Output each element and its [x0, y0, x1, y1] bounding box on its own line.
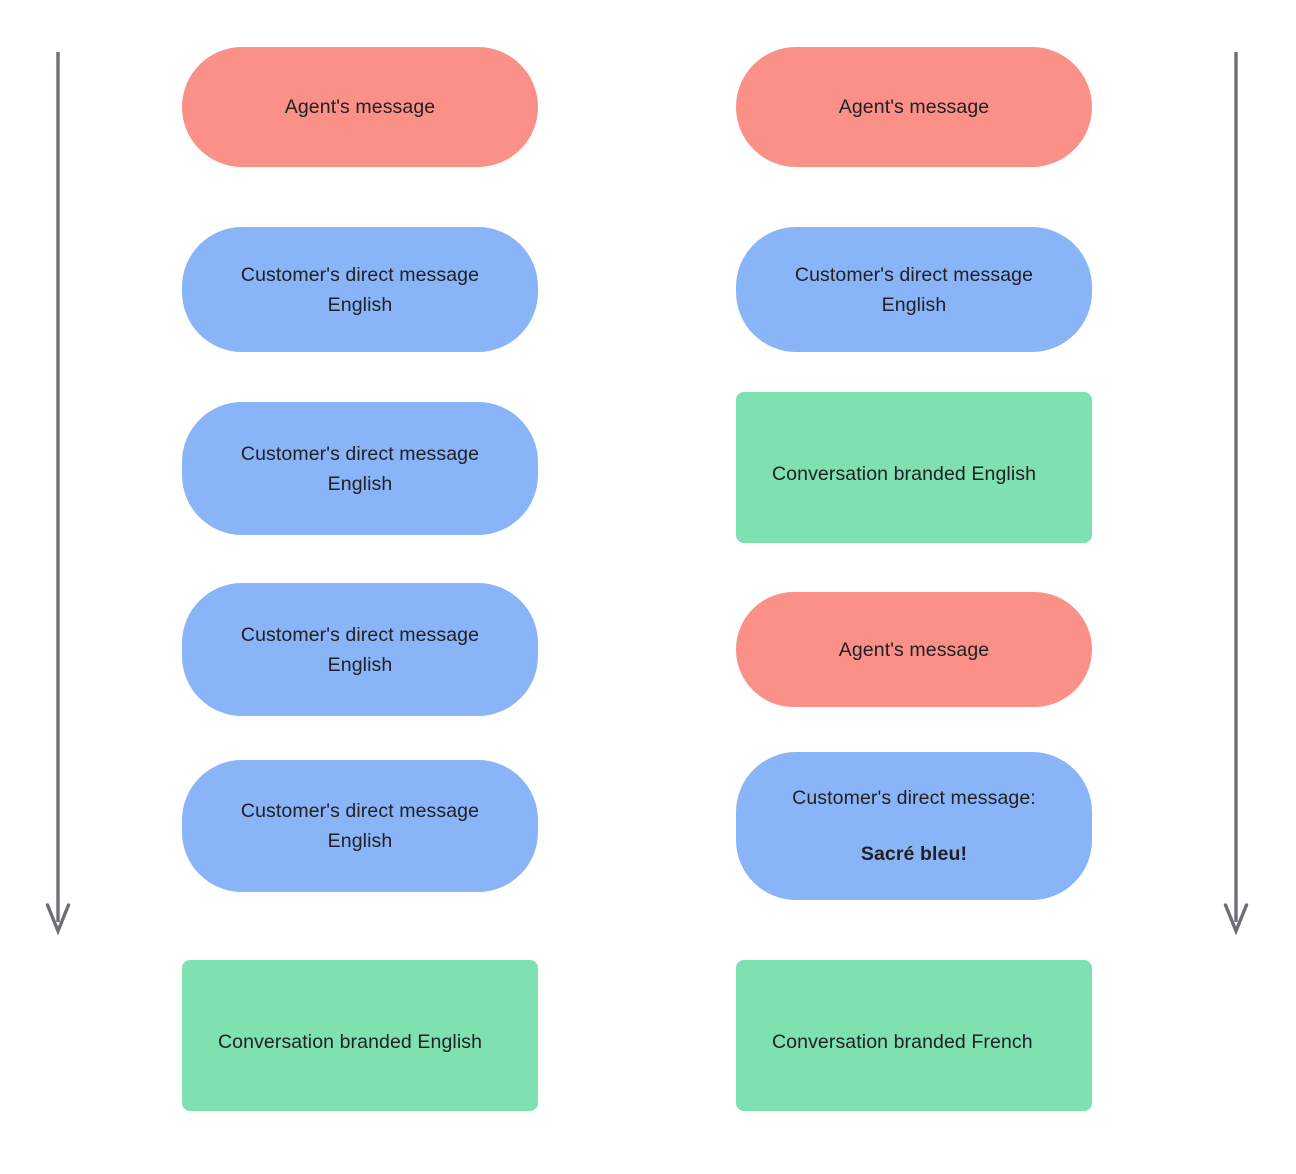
message-text: Customer's direct message English [240, 442, 480, 495]
agent-message-bubble: Agent's message [182, 47, 538, 167]
message-text: Conversation branded French [772, 1030, 1033, 1053]
message-text: Customer's direct message: Sacré bleu! [752, 783, 1076, 869]
message-text: Customer's direct message English [240, 800, 480, 852]
message-text: Customer's direct message English [240, 623, 480, 676]
message-text-emphasis: Sacré bleu! [860, 843, 968, 865]
branded-conversation-bubble: Conversation branded English [736, 392, 1092, 543]
branded-conversation-bubble: Conversation branded French [736, 960, 1092, 1111]
time-flow-arrow-right [1223, 50, 1249, 940]
branded-conversation-bubble: Conversation branded English [182, 960, 538, 1111]
customer-message-bubble: Customer's direct message: Sacré bleu! [736, 752, 1092, 900]
down-arrow-icon [1223, 52, 1249, 936]
time-flow-arrow-left [45, 50, 71, 940]
message-text: Customer's direct message English [794, 263, 1034, 316]
message-text-line: Customer's direct message: [792, 787, 1036, 809]
down-arrow-icon [45, 52, 71, 936]
message-text: Agent's message [838, 638, 990, 661]
customer-message-bubble: Customer's direct message English [182, 402, 538, 535]
message-text: Agent's message [284, 96, 436, 118]
agent-message-bubble: Agent's message [736, 47, 1092, 167]
line-spacer [752, 813, 1076, 839]
customer-message-bubble: Customer's direct message English [736, 227, 1092, 352]
message-text: Conversation branded English [772, 462, 1037, 485]
customer-message-bubble: Customer's direct message English [182, 583, 538, 716]
message-text: Agent's message [838, 96, 990, 118]
customer-message-bubble: Customer's direct message English [182, 760, 538, 892]
agent-message-bubble: Agent's message [736, 592, 1092, 707]
customer-message-bubble: Customer's direct message English [182, 227, 538, 352]
message-text: Conversation branded English [218, 1030, 483, 1053]
message-text: Customer's direct message English [240, 263, 480, 316]
